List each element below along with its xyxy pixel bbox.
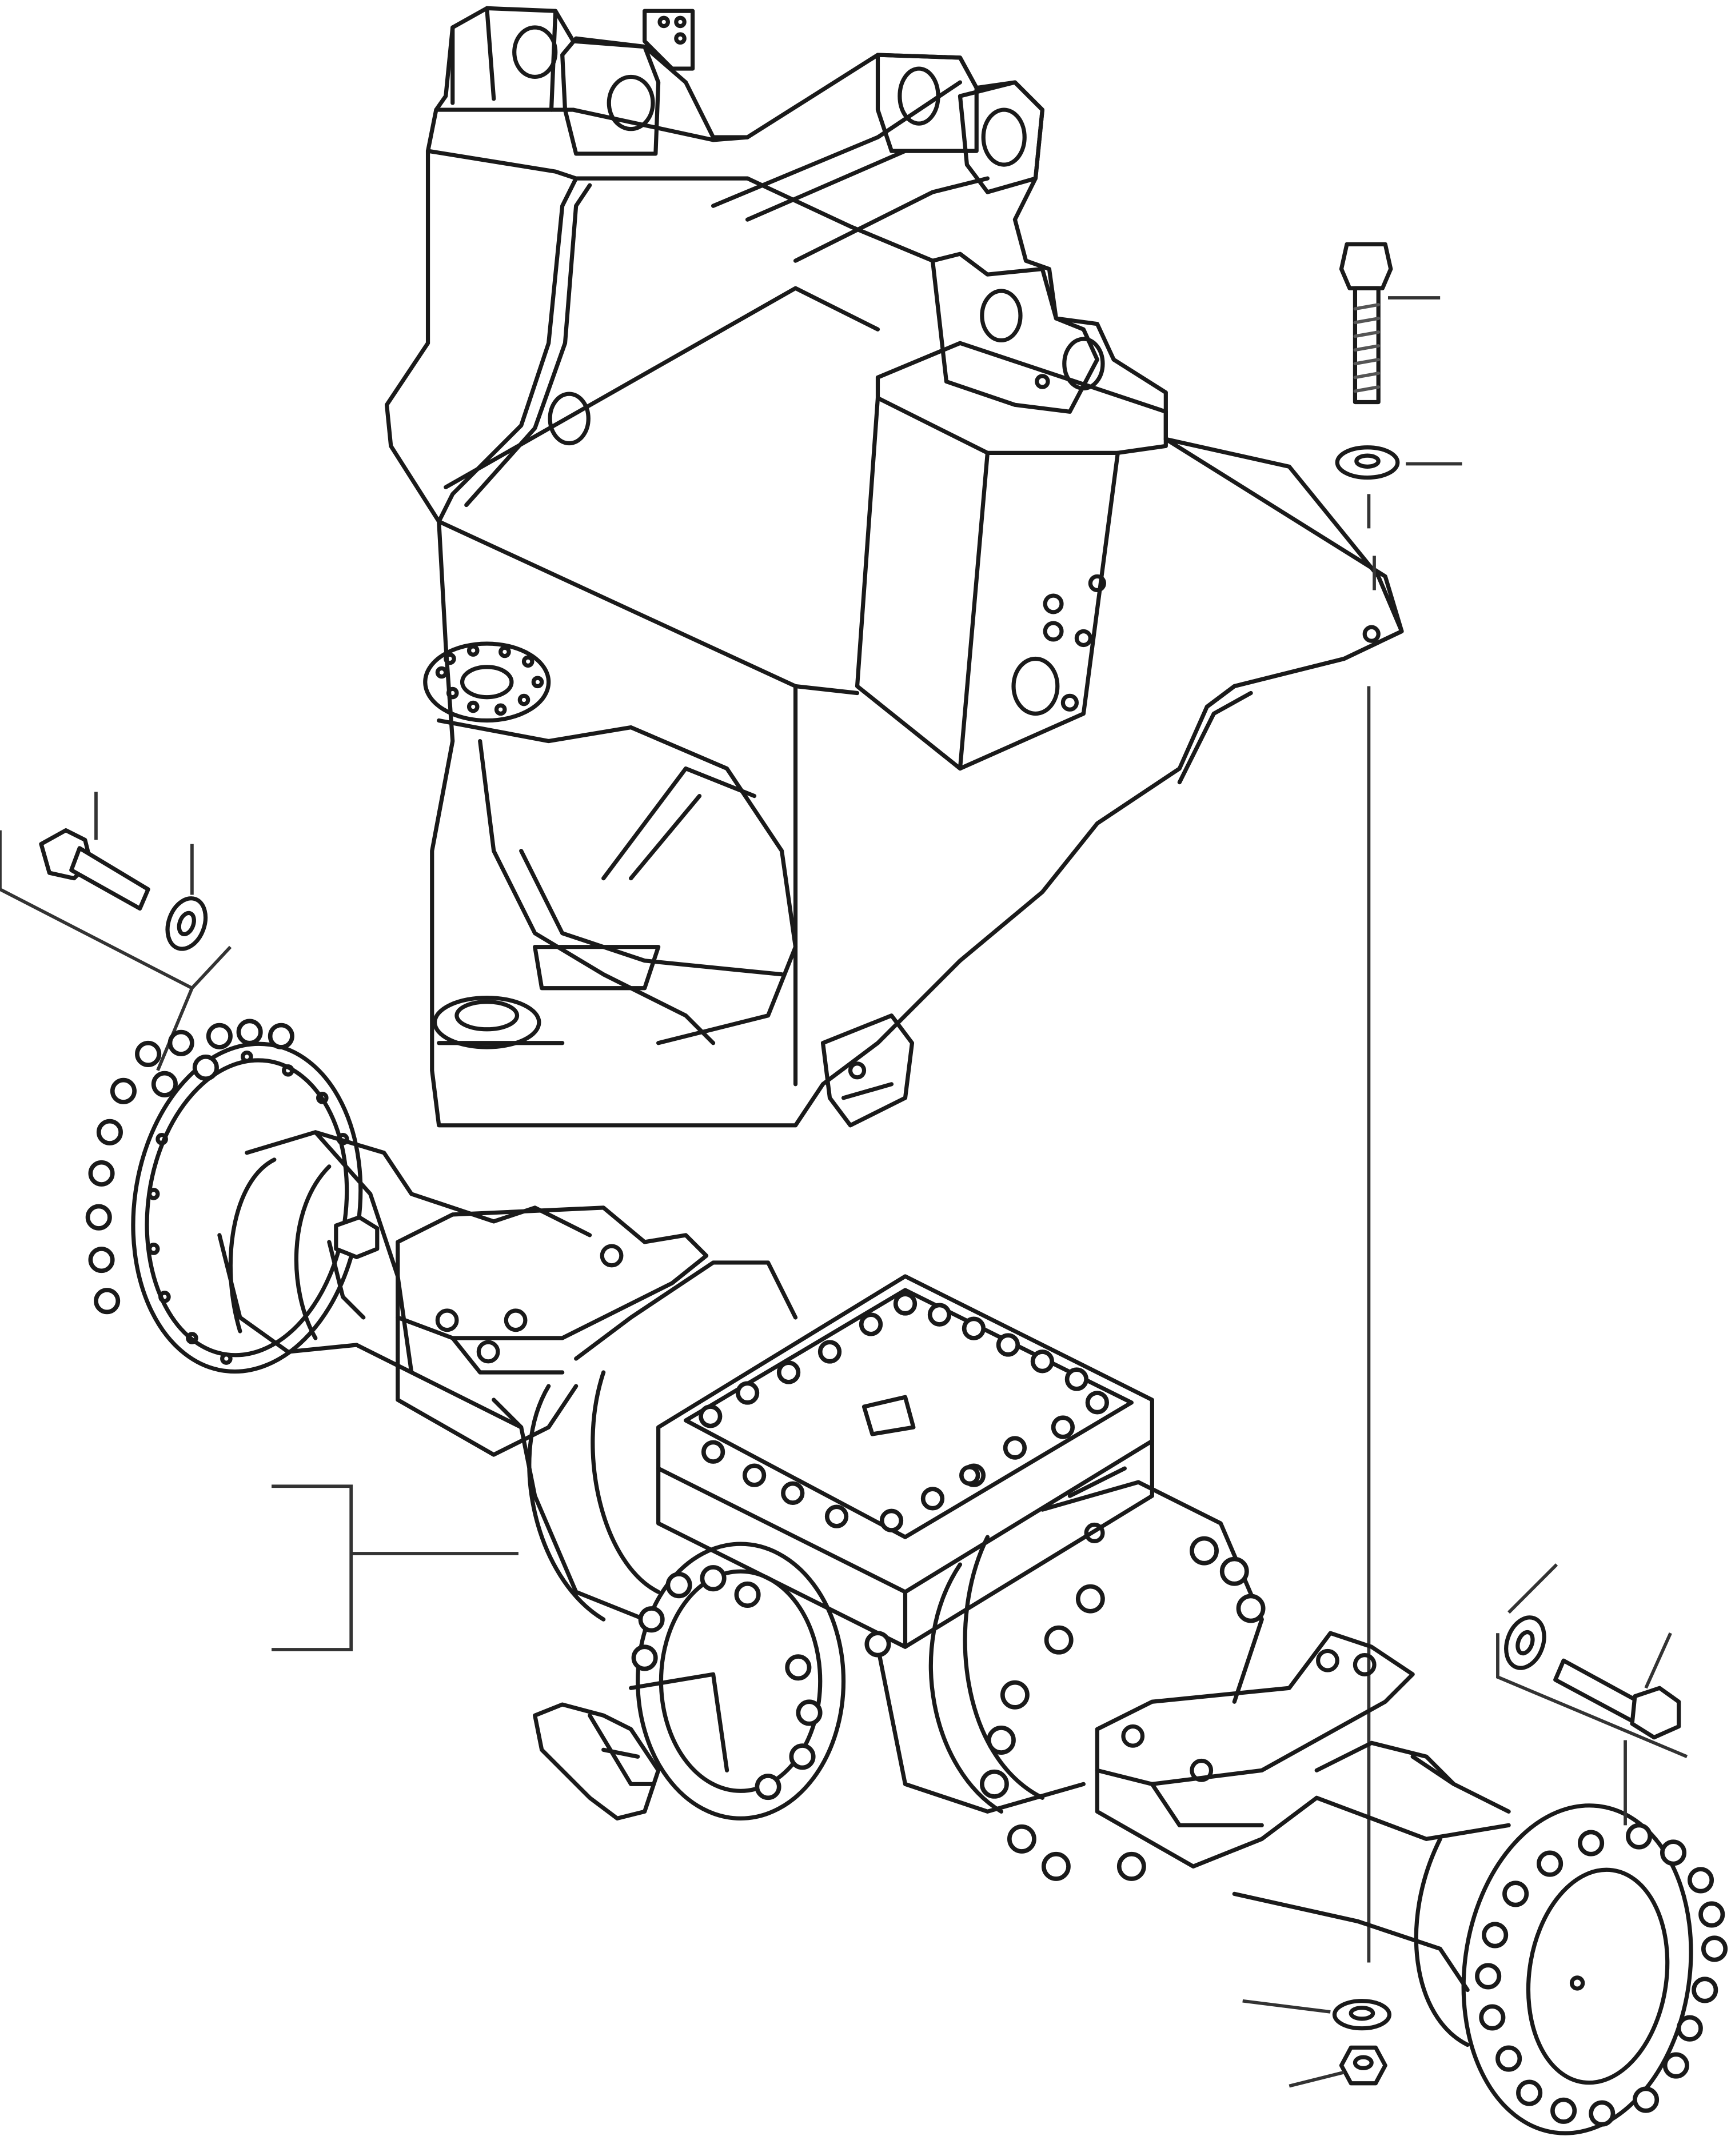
top-right-washer [1335, 445, 1400, 480]
left-washer [165, 896, 208, 951]
flange-holes [435, 644, 544, 716]
right-flange-bolts [1475, 1823, 1728, 2127]
left-flange-holes [147, 1050, 349, 1365]
left-flange-bolts [85, 1019, 294, 1315]
left-bolt [39, 828, 150, 911]
right-washer [1504, 1615, 1546, 1670]
right-ring-bolts [864, 1536, 1266, 1881]
pinion-flange [636, 1542, 846, 1820]
top-right-bolt [1339, 242, 1393, 405]
bottom-washer [1332, 1999, 1391, 2031]
pinion-bolts [631, 1565, 823, 1800]
right-hub-flange [1461, 1803, 1693, 2135]
cover-bolts [699, 1292, 1110, 1532]
drive-yoke [533, 1702, 661, 1820]
right-bolt [1553, 1658, 1681, 1740]
axle-assembly [85, 1019, 1728, 2135]
axle-callout-bracket [272, 1484, 518, 1651]
chassis-frame [384, 6, 1404, 1128]
bottom-nut [1339, 2045, 1387, 2086]
frame-outline [384, 6, 1404, 1128]
